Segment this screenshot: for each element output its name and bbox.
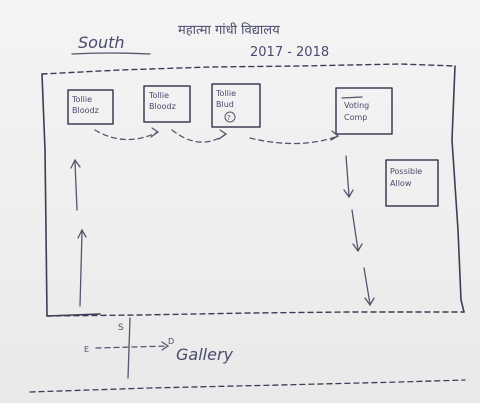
flow-arrow-up-2	[79, 231, 83, 307]
svg-text:Allow: Allow	[390, 179, 412, 188]
flow-arrow-down-1	[345, 155, 350, 197]
flow-arrow-up-1	[74, 161, 78, 211]
display-box-1: Tollie Bloodz	[67, 89, 114, 125]
flow-arrow-3-4	[249, 135, 339, 145]
e-mark: E	[84, 345, 89, 354]
flow-arrow-down-3	[363, 267, 371, 305]
south-underline	[71, 52, 151, 55]
d-mark: D	[168, 337, 174, 346]
display-box-2: Tollie Bloodz	[143, 85, 191, 123]
gallery-label: Gallery	[176, 345, 234, 364]
flow-arrow-1-2	[94, 129, 159, 141]
south-label: South	[78, 33, 125, 52]
room-right-wall	[451, 65, 465, 313]
entrance-arrow	[95, 345, 169, 349]
display-box-4: Voting Comp	[335, 87, 393, 135]
svg-text:Bloodz: Bloodz	[72, 106, 99, 115]
gallery-bottom-line	[29, 379, 466, 393]
svg-text:Bloodz: Bloodz	[149, 102, 176, 111]
svg-text:Tollie: Tollie	[148, 91, 169, 100]
svg-text:Tollie: Tollie	[215, 89, 236, 98]
svg-text:Voting: Voting	[344, 101, 369, 110]
svg-text:?: ?	[227, 114, 231, 122]
svg-text:Blud: Blud	[216, 100, 234, 109]
header-line-1: महात्मा गांधी विद्यालय	[178, 22, 280, 38]
display-box-3: Tollie Blud ?	[211, 83, 261, 128]
room-bottom-wall	[46, 311, 465, 317]
header-line-2: 2017 - 2018	[250, 45, 329, 60]
display-box-5: Possible Allow	[385, 159, 439, 207]
svg-text:Tollie: Tollie	[71, 95, 92, 104]
flow-arrow-down-2	[351, 209, 359, 251]
svg-text:Comp: Comp	[344, 113, 367, 122]
room-top-wall	[41, 63, 456, 75]
flow-arrow-2-3	[171, 129, 227, 143]
entrance-divider	[127, 317, 131, 379]
s-mark: S	[118, 323, 124, 333]
svg-text:Possible: Possible	[390, 167, 422, 176]
